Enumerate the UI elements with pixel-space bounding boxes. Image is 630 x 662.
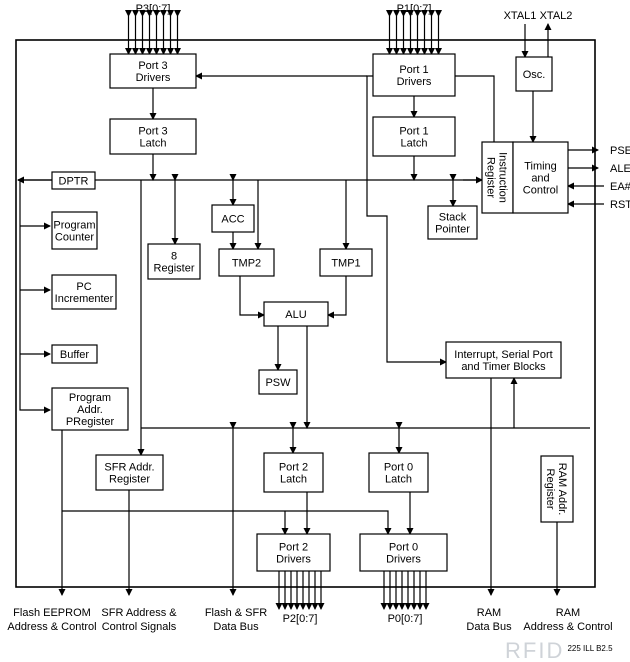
address-to-port0-line [62,510,392,535]
buffer-label: Buffer [60,349,89,361]
psw-block [258,369,298,395]
port2-latch-block [263,452,324,493]
tmp1-to-alu-line [327,276,347,319]
stack-pointer-block [427,205,478,240]
port1-latch-block [372,116,456,157]
osc-block [515,56,553,92]
acc-label: ACC [221,214,244,226]
psw-label: PSW [265,377,291,389]
xtal1-label: XTAL1 [504,10,537,22]
alu-label: ALU [285,309,306,321]
pc-incrementer-block [51,274,117,310]
watermark: RFID [505,638,564,662]
ram-addr-register-rotated-label: RAM Addr.Register [544,463,568,516]
dptr-block [51,171,96,190]
flash-eeprom-label: Flash EEPROM [13,607,91,619]
left-bus-line [19,180,51,414]
p0-pin-label: P0[0:7] [388,613,423,625]
instruction-to-interrupt-line [366,75,495,366]
flash-sfr-data-bus-label: Flash & SFR [205,607,267,619]
rst-pin-label: RST [610,199,630,211]
port0-drivers-block [359,533,448,572]
sfr-address-label: Control Signals [102,621,177,633]
tmp1-block [319,248,373,277]
program-counter-block [51,211,98,250]
port3-latch-block [109,118,197,155]
ram-addr-register-block [540,455,574,523]
tmp1-label: TMP1 [331,258,360,270]
ea-pin-label: EA# [610,181,630,193]
pse-pin-label: PSE [610,145,630,157]
flash-eeprom-label: Address & Control [7,621,96,633]
p2-pin-label: P2[0:7] [283,613,318,625]
port1-drivers-block [372,53,456,97]
alu-block [263,301,329,327]
tmp2-to-alu-line [239,276,265,319]
xtal2-label: XTAL2 [540,10,573,22]
port2-drivers-block [256,533,331,572]
p3-pin-label: P3[0:7] [136,3,171,15]
tmp2-block [218,248,275,277]
buffer-block [51,344,98,364]
tmp2-label: TMP2 [232,258,261,270]
b-register-block [147,243,201,280]
acc-block [211,204,255,233]
osc-label: Osc. [523,69,546,81]
interconnects [15,10,604,610]
ram-data-bus-label: Data Bus [466,621,512,633]
port0-latch-block [368,452,429,493]
program-addr-register-block [51,387,129,431]
sfr-address-label: SFR Address & [101,607,177,619]
p1-pin-label: P1[0:7] [397,3,432,15]
instruction-register-rotated-label: InstructionRegister [485,152,509,203]
port3-drivers-block [109,53,197,89]
ale-pin-label: ALE [610,163,630,175]
figure-id: 225 ILL B2.5 [567,644,613,653]
timing-control-block [512,141,569,214]
interrupt-blocks-block [445,341,562,379]
ram-address-label: Address & Control [523,621,612,633]
flash-sfr-data-bus-label: Data Bus [213,621,259,633]
ram-data-bus-label: RAM [477,607,501,619]
sfr-addr-register-label: SFR Addr.Register [104,462,154,486]
sfr-addr-register-block [95,454,164,491]
blocks-layer [51,53,574,572]
dptr-label: DPTR [59,176,89,188]
ram-addr-register-label: RAM Addr.Register [544,463,568,516]
ram-address-label: RAM [556,607,580,619]
instruction-register-label: InstructionRegister [485,152,509,203]
